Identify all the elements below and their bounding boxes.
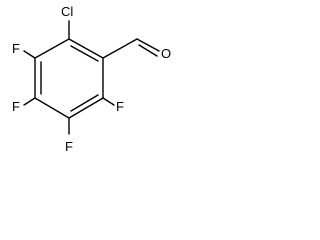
substituent-bonds <box>23 20 138 135</box>
bond-to-fluorine-upper-left <box>23 50 36 59</box>
aldehyde-double-bond-outer <box>136 38 160 52</box>
ring-bond-c6-c1 <box>34 38 70 59</box>
chemical-structure-diagram: Cl O F F F F <box>12 4 171 154</box>
bond-to-aldehyde-carbon <box>102 38 138 59</box>
aldehyde-double-bond-inner <box>138 44 158 57</box>
ring-bond-c3-c4 <box>68 97 104 119</box>
fluorine-bottom-atom-label: F <box>65 139 73 154</box>
ring-double-bond-c3-c4 <box>70 94 99 112</box>
chlorine-atom-label: Cl <box>61 4 73 19</box>
ring-bond-c4-c5 <box>34 97 70 119</box>
fluorine-upper-left-atom-label: F <box>12 41 20 56</box>
oxygen-atom-label: O <box>161 46 171 61</box>
ring-double-bond-c1-c2 <box>70 45 99 62</box>
bond-to-fluorine-middle-left <box>23 97 36 106</box>
ring-bond-c1-c2 <box>68 38 104 59</box>
benzene-ring <box>34 38 104 119</box>
aldehyde-group <box>136 38 160 57</box>
fluorine-right-atom-label: F <box>116 99 124 114</box>
bond-to-fluorine-right <box>102 97 115 106</box>
fluorine-middle-left-atom-label: F <box>12 99 20 114</box>
